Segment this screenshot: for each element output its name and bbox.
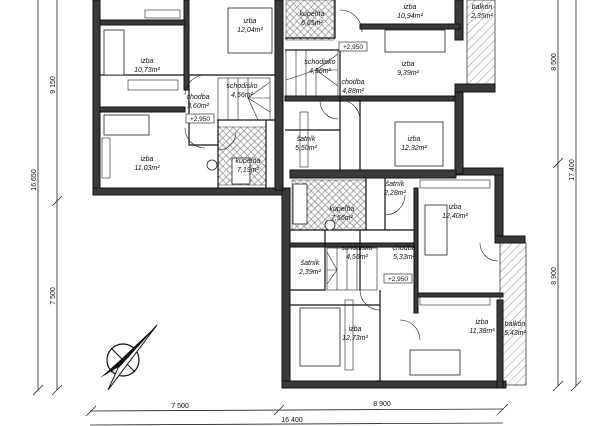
- room-name: šatník: [297, 136, 316, 143]
- room-area: 5,50m²: [295, 145, 317, 152]
- dim-bottom-right: 8 900: [373, 401, 391, 408]
- north-arrow-icon: [100, 324, 158, 391]
- room-area: 7,19m²: [237, 167, 259, 174]
- level-box: [185, 113, 215, 124]
- room-name: chodba: [393, 245, 416, 252]
- room-name: izba: [404, 4, 417, 11]
- room-name: šatník: [386, 181, 405, 188]
- room-area: 2,39m²: [298, 269, 321, 276]
- room-area: 11,38m²: [469, 328, 495, 335]
- staircases: [217, 49, 378, 291]
- room-area: 12,73m²: [342, 335, 368, 342]
- room-area: 2,35m²: [470, 13, 493, 20]
- room-area: 12,04m²: [237, 27, 263, 34]
- room-area: 6,65m²: [301, 20, 323, 27]
- room-area: 3,60m²: [187, 103, 209, 110]
- room-area: 10,73m²: [134, 67, 160, 74]
- room-name: kúpeľňa: [330, 206, 355, 213]
- room-name: balkón: [505, 321, 526, 328]
- room-area: 2,28m²: [383, 190, 406, 197]
- room-area: 5,43m²: [504, 330, 526, 337]
- dim-left-upper: 9 150: [50, 76, 57, 94]
- room-name: izba: [349, 326, 362, 333]
- room-area: 12,40m²: [442, 213, 468, 220]
- room-area: 5,33m²: [393, 254, 415, 261]
- level-marker: +2,950: [388, 276, 408, 283]
- dim-left-total: 16 650: [31, 169, 38, 191]
- dimension-lines: [32, 0, 582, 426]
- room-name: izba: [449, 204, 462, 211]
- room-name: izba: [408, 136, 421, 143]
- dim-bottom-total: 16 400: [281, 417, 303, 424]
- room-area: 11,03m²: [134, 165, 160, 172]
- dim-right-lower: 8 900: [551, 267, 558, 285]
- doors: [184, 9, 499, 341]
- dim-bottom-left: 7 500: [171, 403, 189, 410]
- room-name: schodisko: [341, 245, 372, 252]
- balcony-lower: [499, 242, 527, 386]
- dim-right-total: 17 400: [569, 159, 576, 181]
- room-name: izba: [141, 58, 154, 65]
- room-name: chodba: [187, 94, 210, 101]
- room-area: 12,32m²: [401, 145, 427, 152]
- room-name: schodisko: [304, 59, 335, 66]
- level-marker: +2,950: [190, 116, 210, 123]
- room-name: izba: [476, 319, 489, 326]
- room-area: 4,56m²: [309, 68, 331, 75]
- room-area: 10,94m²: [397, 13, 423, 20]
- dim-right-upper: 8 500: [551, 53, 558, 71]
- level-box: [383, 273, 413, 284]
- room-labels: izba 12,04m² kúpeľňa 6,65m² izba 10,94m² balkó…: [134, 4, 526, 342]
- walls: [92, 0, 526, 389]
- room-name: kúpeľňa: [236, 158, 261, 165]
- level-box: [338, 41, 368, 52]
- room-area: 4,56m²: [346, 254, 368, 261]
- dim-left-lower: 7 500: [50, 287, 57, 305]
- room-area: 7,56m²: [331, 215, 353, 222]
- balcony-upper: [466, 0, 496, 93]
- furniture: [101, 7, 491, 376]
- room-area: 4,56m²: [231, 92, 253, 99]
- room-area: 9,39m²: [397, 70, 419, 77]
- room-name: schodisko: [226, 83, 257, 90]
- level-labels: +2,950 +2,950 +2,950: [185, 41, 413, 284]
- room-name: chodba: [342, 79, 365, 86]
- bathroom-upper-right: [285, 0, 335, 41]
- room-name: izba: [244, 18, 257, 25]
- room-name: balkón: [472, 4, 493, 11]
- room-name: kúpeľňa: [300, 11, 325, 18]
- room-area: 4,88m²: [342, 88, 364, 95]
- level-marker: +2,950: [343, 44, 363, 51]
- room-name: izba: [402, 61, 415, 68]
- room-name: izba: [141, 156, 154, 163]
- room-name: šatník: [301, 260, 320, 267]
